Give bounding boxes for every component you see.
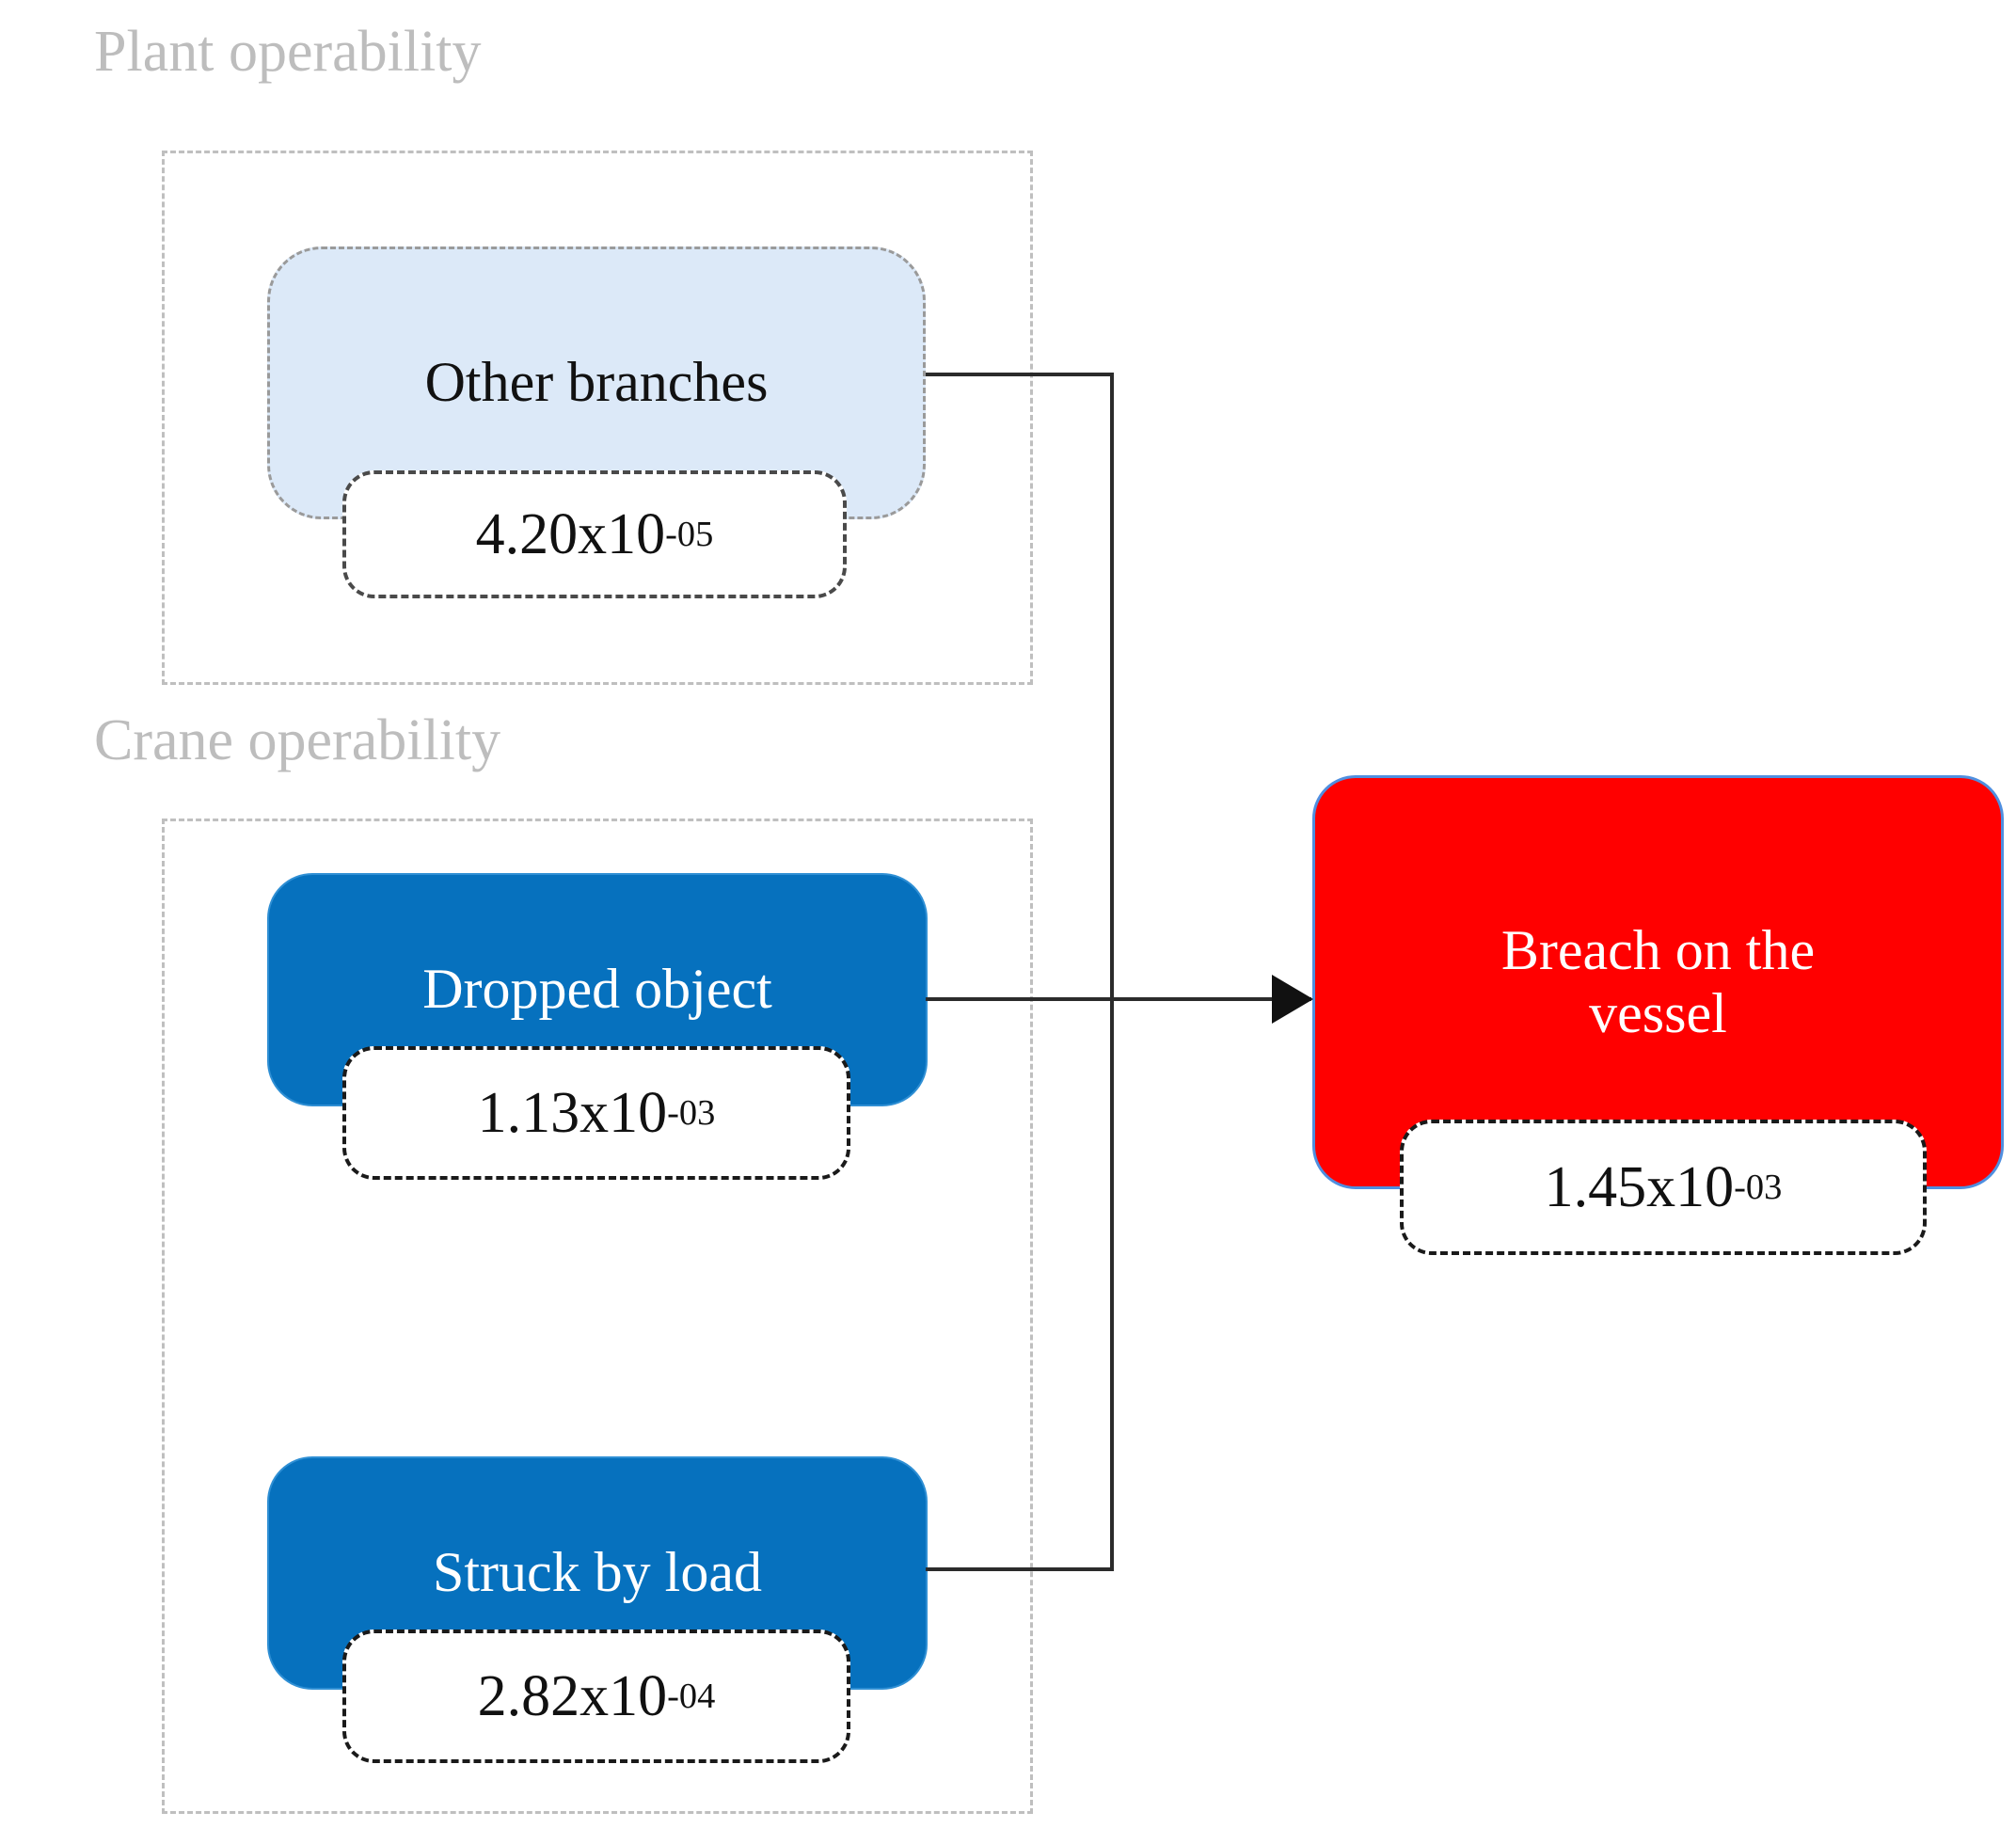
value-mantissa-struck-by-load: 2.82x10 [477, 1664, 668, 1728]
group-frame-plant-operability [162, 151, 1033, 685]
group-label-crane-operability: Crane operability [94, 708, 501, 772]
node-breach-label-line2: vessel [1589, 982, 1727, 1044]
value-chip-other-branches: 4.20x10-05 [342, 470, 847, 598]
node-struck-by-load-label: Struck by load [433, 1541, 762, 1604]
value-chip-struck-by-load: 2.82x10-04 [342, 1629, 850, 1763]
value-chip-breach-on-the-vessel: 1.45x10-03 [1400, 1120, 1927, 1255]
node-other-branches-label: Other branches [424, 351, 769, 414]
node-dropped-object-label: Dropped object [422, 958, 772, 1021]
arrow-head-icon [1272, 975, 1313, 1024]
node-breach-label-line1: Breach on the [1500, 918, 1816, 981]
connector-other-branches-horizontal [926, 373, 1114, 376]
value-chip-dropped-object: 1.13x10-03 [342, 1046, 850, 1180]
connector-vertical-trunk [1110, 373, 1114, 1571]
group-label-plant-operability: Plant operability [94, 20, 482, 84]
value-mantissa-other-branches: 4.20x10 [475, 502, 666, 566]
value-mantissa-dropped-object: 1.13x10 [477, 1081, 668, 1145]
connector-dropped-object-to-breach [926, 997, 1311, 1001]
group-frame-crane-operability [162, 819, 1033, 1814]
value-mantissa-breach-on-the-vessel: 1.45x10 [1544, 1155, 1735, 1219]
connector-struck-by-load-horizontal [926, 1567, 1114, 1571]
